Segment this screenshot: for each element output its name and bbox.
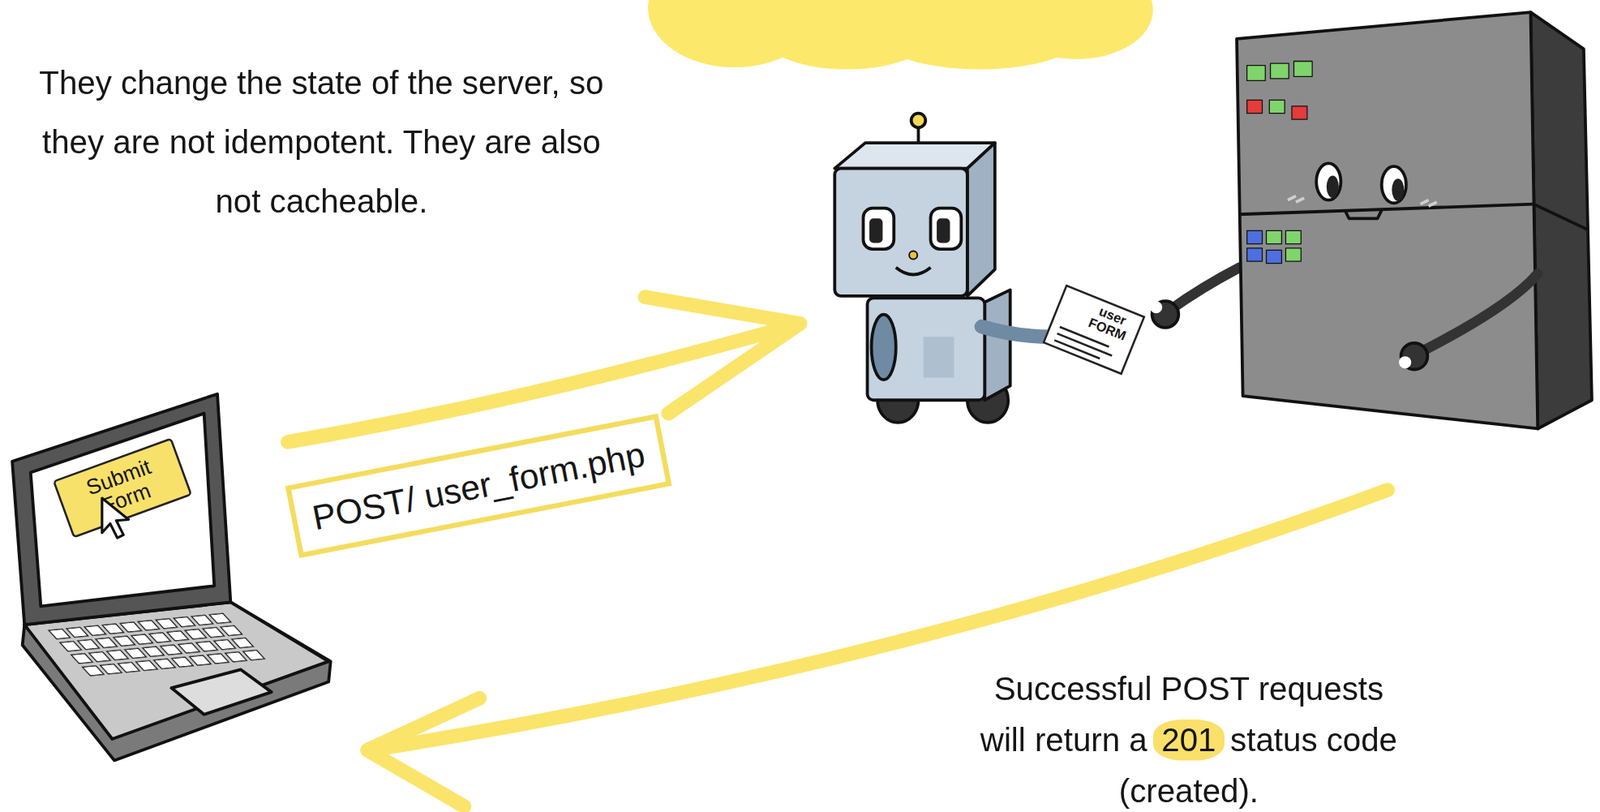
paper-line <box>1054 339 1100 359</box>
server-front <box>1236 12 1538 429</box>
server-seam <box>1239 204 1535 215</box>
laptop-edge <box>22 601 331 760</box>
server <box>1149 12 1592 429</box>
robot-arm <box>871 314 897 381</box>
server-eye <box>1316 163 1341 200</box>
led <box>1247 248 1263 262</box>
led <box>1294 60 1313 77</box>
server-seam <box>1533 204 1588 230</box>
server-pupil <box>1326 175 1339 198</box>
form-paper: user FORM <box>1042 283 1146 375</box>
led <box>1247 99 1263 113</box>
note-label: They change the state of the server, so … <box>38 64 604 219</box>
response-arrow <box>367 489 1388 807</box>
cloud <box>647 0 1154 70</box>
robot-eye <box>863 208 895 249</box>
robot-head-side <box>967 142 996 296</box>
cloud-puff <box>999 0 1154 60</box>
server-blush <box>1287 196 1305 203</box>
server-blush <box>1420 200 1437 207</box>
robot-arm <box>981 326 1053 338</box>
laptop-bezel <box>12 394 231 625</box>
wrench-jaw <box>1149 300 1163 314</box>
robot-nose <box>909 251 918 260</box>
paper-line <box>1057 333 1113 356</box>
arrow-head <box>367 698 480 807</box>
laptop <box>12 394 331 761</box>
request-box: POST/ user_form.php <box>285 413 673 558</box>
server-smile <box>1344 210 1382 219</box>
robot-pupil <box>869 218 883 243</box>
note-text: They change the state of the server, so … <box>25 52 618 231</box>
led <box>1269 99 1285 113</box>
status-code: 201 <box>1153 719 1224 760</box>
led <box>1247 65 1266 82</box>
keyboard-keys <box>44 611 269 678</box>
laptop-screen <box>30 413 215 607</box>
laptop-base <box>24 601 329 739</box>
mouse-cursor <box>102 497 129 538</box>
robot <box>834 113 1053 423</box>
robot-head <box>834 168 968 296</box>
robot-body <box>867 297 986 400</box>
robot-panel <box>923 336 955 378</box>
wrench-jaw <box>1398 356 1412 369</box>
arrow-shaft <box>369 489 1389 751</box>
paper-line <box>1059 326 1110 348</box>
antenna-ball <box>911 113 927 129</box>
led <box>1266 230 1283 244</box>
keyboard <box>44 611 269 678</box>
server-pupil <box>1391 178 1404 202</box>
arrow-head <box>644 296 800 413</box>
request-arrow <box>287 296 801 442</box>
submit-button: Submit Form <box>52 437 193 538</box>
paper-lines <box>1054 326 1115 363</box>
server-side <box>1530 12 1592 429</box>
led <box>1285 230 1301 244</box>
server-arm <box>1169 267 1240 311</box>
note-text: Successful POST requests will return a20… <box>969 663 1408 812</box>
node-text: Submit Form <box>76 452 169 524</box>
led <box>1285 248 1301 262</box>
led <box>1266 249 1283 263</box>
server-eye <box>1381 166 1407 203</box>
robot-body-side <box>984 289 1010 400</box>
robot-pupil <box>936 218 950 243</box>
node-text: POST/ user_form.php <box>308 433 648 538</box>
server-arm <box>1420 273 1539 352</box>
robot-smile <box>896 267 931 275</box>
touchpad <box>171 669 271 714</box>
led <box>1291 106 1308 120</box>
node-text: user FORM <box>1083 300 1137 345</box>
led <box>1247 230 1263 244</box>
led <box>1270 63 1290 79</box>
robot-eye <box>930 208 962 249</box>
